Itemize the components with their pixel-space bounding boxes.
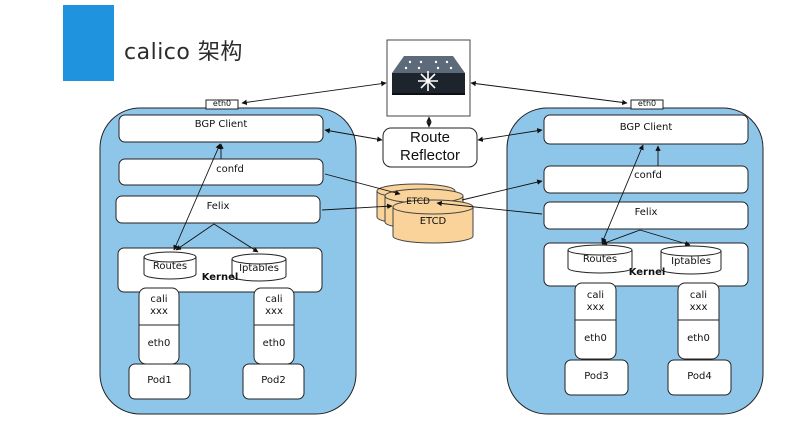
- node2-routes-cylinder: [567, 244, 633, 274]
- etcd-back-label: ETCD: [406, 197, 430, 207]
- pod4-eth0-label: eth0: [687, 333, 710, 344]
- arrow-node2-felix-to-routes: [601, 229, 641, 245]
- pod2-cali-label-line1: cali: [265, 294, 283, 305]
- pod1-label: Pod1: [147, 375, 172, 386]
- node2-bgp-client: [543, 114, 749, 145]
- route-reflector-label-line2: Reflector: [399, 147, 461, 164]
- route-reflector-box: [382, 127, 478, 168]
- pod1-box: [128, 363, 191, 400]
- pod3-box: [564, 359, 629, 396]
- node2-eth0-port: [630, 99, 664, 110]
- etcd-cylinder-front: [392, 199, 474, 244]
- arrow-confd-node1-to-etcd: [324, 173, 401, 196]
- pod2-cali-label-line2: xxx: [265, 306, 283, 317]
- node2-iptables-cylinder: [660, 245, 722, 275]
- node1-routes-cylinder: [143, 251, 197, 280]
- arrow-router-to-node2-eth0: [470, 80, 628, 106]
- node2-felix-label: Felix: [634, 207, 658, 218]
- route-reflector-label-line1: Route: [409, 129, 451, 146]
- node2-confd-label: confd: [634, 170, 662, 181]
- arrow-etcd-to-node2-confd: [461, 179, 543, 201]
- node1-felix-label: Felix: [206, 201, 230, 212]
- arrow-node1-eth0-to-router: [241, 80, 387, 106]
- pod2-label: Pod2: [261, 375, 286, 386]
- arrow-node1-routes-to-bgp: [173, 143, 221, 251]
- node2-pod4-veth: [677, 282, 720, 360]
- pod1-cali-label-line1: cali: [150, 294, 168, 305]
- pod3-eth0-label: eth0: [584, 333, 607, 344]
- arrow-node2-felix-to-etcd: [436, 200, 543, 215]
- node1-routes-label: Routes: [152, 261, 188, 272]
- pod3-cali-label-line2: xxx: [586, 302, 605, 313]
- arrow-node2-routes-to-bgp: [601, 144, 644, 244]
- pod3-cali-label-line1: cali: [586, 290, 605, 301]
- pod1-cali-label-line2: xxx: [150, 306, 168, 317]
- title-accent-bar: [63, 5, 114, 81]
- router-switch-icon: [392, 56, 465, 95]
- pod4-box: [667, 359, 732, 396]
- etcd-front-label: ETCD: [419, 216, 447, 227]
- node1-iptables-label: Iptables: [239, 263, 279, 274]
- node1-bgp-client-label: BGP Client: [194, 119, 248, 130]
- node2-kernel-label: Kernel: [628, 267, 666, 278]
- arrow-node1-felix-to-routes: [175, 223, 215, 251]
- pod2-eth0-label: eth0: [262, 338, 286, 349]
- node2-routes-label: Routes: [582, 254, 618, 265]
- pod3-label: Pod3: [584, 371, 609, 382]
- arrow-node1-felix-to-iptables: [213, 223, 259, 253]
- pod4-label: Pod4: [687, 371, 712, 382]
- page-title: calico 架构: [124, 40, 243, 65]
- node1-eth0-port: [205, 99, 239, 110]
- node2-iptables-label: Iptables: [671, 256, 711, 267]
- node1-bgp-client: [118, 114, 324, 143]
- arrow-node2-felix-to-iptables: [639, 229, 691, 247]
- pod4-cali-label-line1: cali: [689, 290, 708, 301]
- pod2-box: [242, 363, 305, 400]
- node1-eth0-label: eth0: [212, 99, 232, 108]
- node2-confd: [543, 165, 749, 194]
- node2-pod3-veth: [574, 282, 617, 360]
- node1-kernel-label: Kernel: [201, 272, 239, 283]
- node1-confd-label: confd: [216, 164, 244, 175]
- node1-iptables-cylinder: [231, 253, 287, 282]
- arrow-rr-node1-bgp: [324, 128, 383, 142]
- node2-eth0-label: eth0: [637, 99, 657, 108]
- pod1-eth0-label: eth0: [147, 338, 171, 349]
- node2-felix: [543, 201, 749, 230]
- arrow-rr-node2-bgp: [477, 128, 543, 142]
- arrow-node1-felix-to-etcd: [321, 203, 393, 211]
- pod4-cali-label-line2: xxx: [689, 302, 708, 313]
- node2-bgp-client-label: BGP Client: [619, 122, 673, 133]
